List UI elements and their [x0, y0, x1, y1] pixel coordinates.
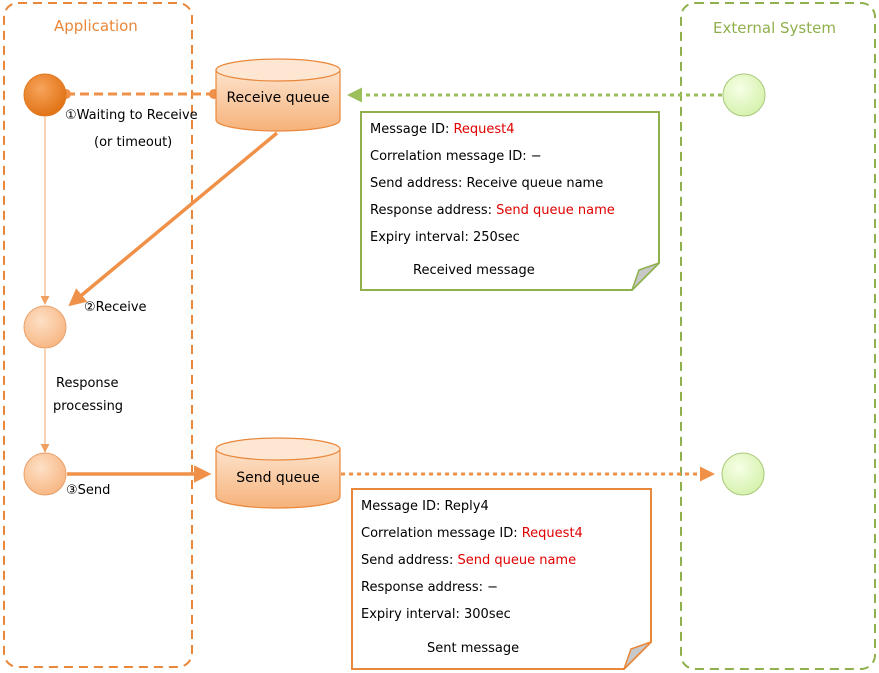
received-message-fold [631, 262, 660, 291]
sent-send-address: Send address: Send queue name [361, 553, 577, 568]
application-lane-title: Application [54, 17, 138, 35]
sent-message-fold [623, 641, 652, 670]
receive-arrow [68, 131, 279, 307]
processing-label-2: processing [53, 399, 124, 414]
external-sender-node [722, 73, 766, 117]
send-node [23, 452, 67, 496]
received-send-address: Send address: Receive queue name [370, 176, 604, 191]
received-expiry-interval: Expiry interval: 250sec [370, 230, 520, 245]
sent-expiry-interval: Expiry interval: 300sec [361, 607, 511, 622]
sent-message-caption: Sent message [427, 641, 520, 656]
application-lane [3, 2, 193, 668]
receive-node [23, 305, 67, 349]
sent-correlation-id: Correlation message ID: Request4 [361, 526, 583, 541]
sent-message-id: Message ID: Reply4 [361, 499, 489, 514]
step-receive-label: ②Receive [84, 300, 147, 315]
received-correlation-id: Correlation message ID: − [370, 149, 542, 164]
start-node [23, 73, 67, 117]
received-message-id: Message ID: Request4 [370, 122, 515, 137]
external-receiver-node [721, 452, 765, 496]
sent-response-address: Response address: − [361, 580, 499, 595]
receive-queue-label: Receive queue [226, 90, 330, 106]
external-lane-title: External System [713, 19, 836, 37]
step-waiting-label: ①Waiting to Receive [65, 108, 198, 123]
step-waiting-sublabel: (or timeout) [94, 135, 173, 150]
received-response-address: Response address: Send queue name [370, 203, 615, 218]
send-queue [215, 437, 341, 509]
sent-message: Message ID: Reply4 Correlation message I… [352, 489, 651, 669]
external-system-lane [680, 2, 876, 670]
receive-queue [215, 58, 341, 132]
received-message: Message ID: Request4 Correlation message… [361, 112, 659, 290]
step-send-label: ③Send [66, 483, 111, 498]
processing-label-1: Response [56, 376, 119, 391]
received-message-caption: Received message [413, 263, 535, 278]
send-queue-label: Send queue [236, 470, 320, 486]
